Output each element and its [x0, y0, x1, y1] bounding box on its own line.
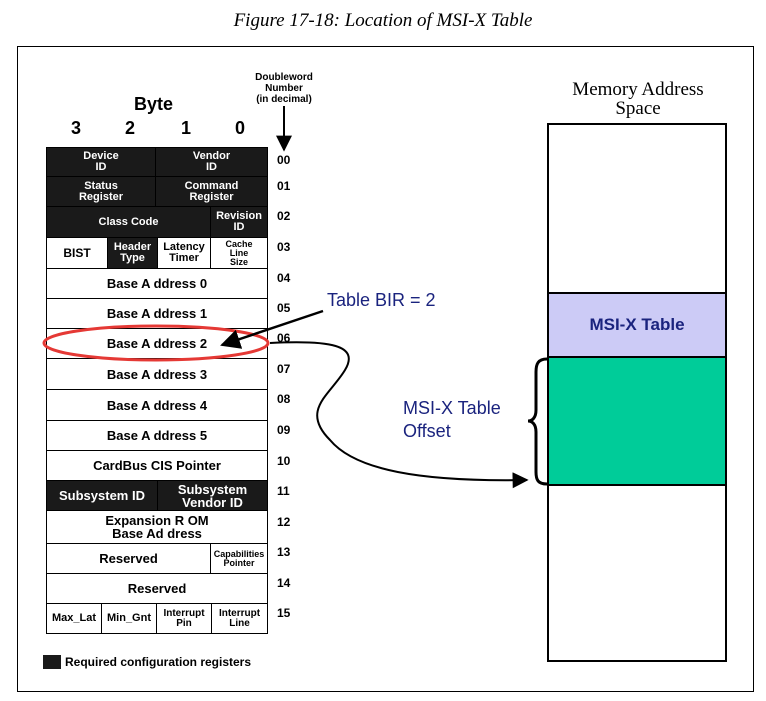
bist-cell: BIST — [46, 237, 108, 269]
legend-swatch — [43, 655, 61, 669]
reserved-cell: Reserved — [46, 573, 268, 604]
doubleword-header-line: Doubleword — [255, 72, 313, 83]
dword-number: 00 — [277, 153, 291, 167]
doubleword-header: Doubleword Number (in decimal) — [246, 72, 322, 105]
msix-table-offset-region — [547, 356, 727, 486]
memory-space-title: Memory Address Space — [548, 80, 728, 118]
subsystem-id-cell: Subsystem ID — [46, 480, 158, 511]
figure-caption: Figure 17-18: Location of MSI-X Table — [233, 10, 533, 31]
byte-number-2: 2 — [125, 118, 136, 138]
msix-table-label: MSI-X Table — [589, 315, 685, 334]
cardbus-cis-pointer-cell: CardBus CIS Pointer — [46, 450, 268, 481]
dword-number: 04 — [277, 271, 291, 285]
offset-label-line: Offset — [403, 421, 451, 441]
dword-number: 10 — [277, 454, 291, 468]
offset-label-line: MSI-X Table — [403, 398, 501, 418]
msix-table-block: MSI-X Table — [547, 292, 727, 358]
dword-number: 12 — [277, 515, 291, 529]
memory-space-title-line: Space — [615, 98, 661, 119]
dword-number: 07 — [277, 362, 291, 376]
base-address-3-cell: Base A ddress 3 — [46, 358, 268, 390]
dword-number: 09 — [277, 423, 291, 437]
legend-label: Required configuration registers — [65, 655, 252, 669]
reserved-cell: Reserved — [46, 543, 211, 574]
byte-title: Byte — [134, 94, 174, 114]
table-bir-label: Table BIR = 2 — [327, 290, 436, 310]
dword-number: 01 — [277, 179, 291, 193]
dword-number: 15 — [277, 606, 291, 620]
byte-number-1: 1 — [181, 118, 192, 138]
dword-number: 08 — [277, 392, 291, 406]
base-address-2-cell: Base A ddress 2 — [46, 328, 268, 359]
base-address-0-cell: Base A ddress 0 — [46, 268, 268, 299]
class-code-cell: Class Code — [46, 206, 211, 238]
dword-number: 13 — [277, 545, 291, 559]
base-address-1-cell: Base A ddress 1 — [46, 298, 268, 329]
doubleword-header-line: Number — [265, 83, 303, 94]
memory-space-title-line: Memory Address — [572, 79, 704, 100]
dword-number: 06 — [277, 331, 291, 345]
min-gnt-cell: Min_Gnt — [101, 603, 157, 634]
msix-table-offset-label: MSI-X Table Offset — [403, 397, 501, 443]
max-lat-cell: Max_Lat — [46, 603, 102, 634]
base-address-5-cell: Base A ddress 5 — [46, 420, 268, 451]
dword-number: 11 — [277, 484, 290, 498]
doubleword-header-line: (in decimal) — [256, 94, 312, 105]
dword-number: 05 — [277, 301, 291, 315]
byte-number-3: 3 — [71, 118, 82, 138]
base-address-4-cell: Base A ddress 4 — [46, 389, 268, 421]
dword-number: 14 — [277, 576, 291, 590]
byte-number-0: 0 — [235, 118, 246, 138]
dword-number: 03 — [277, 240, 291, 254]
dword-number: 02 — [277, 209, 291, 223]
figure-frame — [17, 46, 754, 692]
